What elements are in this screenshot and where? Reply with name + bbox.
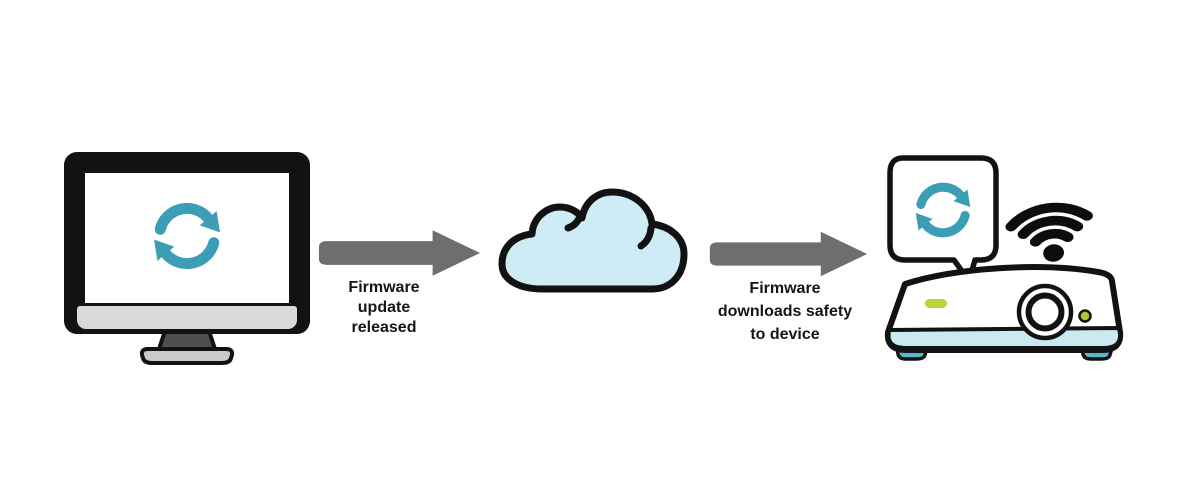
monitor-bezel bbox=[77, 306, 297, 329]
arrow-2-label-line: downloads safety bbox=[717, 303, 853, 320]
speech-bubble bbox=[887, 155, 999, 284]
cloud-right-notch bbox=[637, 224, 655, 250]
monitor-stand bbox=[139, 329, 235, 365]
cloud-left-notch bbox=[564, 212, 584, 232]
arrow-right-icon bbox=[318, 230, 481, 276]
projector-indicator-light bbox=[925, 299, 947, 308]
sync-icon bbox=[915, 182, 971, 238]
arrow-1-label-line: Firmware bbox=[348, 279, 420, 296]
sync-icon bbox=[154, 202, 220, 270]
arrow-2-label-line: Firmware bbox=[749, 280, 821, 297]
cloud-icon bbox=[498, 188, 688, 293]
arrow-2-label-line: to device bbox=[750, 326, 820, 343]
projector bbox=[884, 264, 1124, 361]
monitor-stand-base bbox=[139, 347, 235, 365]
projector-strip bbox=[886, 326, 1123, 350]
cloud-shape bbox=[498, 188, 688, 293]
monitor-screen bbox=[85, 173, 289, 303]
arrow-1-label-line: released bbox=[351, 319, 417, 336]
projector-power-led bbox=[1078, 309, 1092, 323]
projector-lens bbox=[1016, 283, 1074, 341]
arrow-1-label-line: update bbox=[357, 299, 411, 316]
flow-arrow-2 bbox=[709, 231, 868, 277]
flow-arrow-1 bbox=[318, 230, 481, 276]
arrow-1-label: Firmware update released bbox=[310, 278, 458, 338]
arrow-right-icon bbox=[709, 231, 868, 277]
computer-monitor bbox=[64, 152, 310, 334]
arrow-2-label: Firmware downloads safety to device bbox=[692, 277, 878, 346]
wifi-icon bbox=[1005, 202, 1093, 262]
